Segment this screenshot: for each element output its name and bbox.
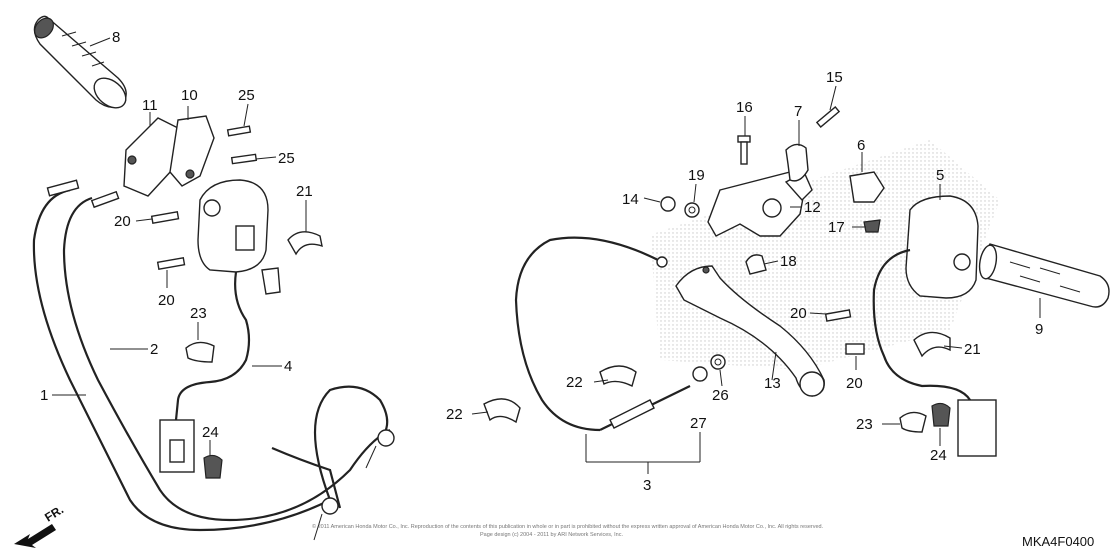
right-handlebar-switch <box>872 195 997 457</box>
band-clamp <box>913 331 951 358</box>
callout-19: 19 <box>688 167 705 184</box>
callout-24: 24 <box>930 447 947 464</box>
callout-13: 13 <box>764 375 781 392</box>
callout-4: 4 <box>284 358 292 375</box>
callout-18: 18 <box>780 253 797 270</box>
throttle-cables <box>32 179 395 541</box>
rubber-plug <box>745 254 767 275</box>
nut <box>692 366 708 382</box>
screw <box>863 219 881 233</box>
callout-5: 5 <box>936 167 944 184</box>
washer <box>684 202 700 218</box>
callout-25: 25 <box>238 87 255 104</box>
switch-holder <box>785 143 809 182</box>
callout-14: 14 <box>622 191 639 208</box>
callout-2: 2 <box>150 341 158 358</box>
screw <box>226 125 258 165</box>
screw <box>824 309 852 322</box>
front-direction-arrow: FR. <box>14 502 66 548</box>
callout-21: 21 <box>296 183 313 200</box>
screw <box>815 106 841 128</box>
clutch-switch <box>849 171 885 203</box>
callout-1: 1 <box>40 387 48 404</box>
grommet <box>203 454 223 479</box>
pivot-bolt <box>737 135 751 165</box>
drawing-code: MKA4F0400 <box>1022 534 1094 549</box>
right-grip <box>978 243 1110 308</box>
callout-15: 15 <box>826 69 843 86</box>
leader-lines <box>52 37 1041 474</box>
callout-labels: 8 11 10 25 25 20 21 20 23 2 1 4 24 14 19… <box>40 29 1043 494</box>
band-clamp <box>287 231 323 256</box>
svg-text:FR.: FR. <box>42 502 66 524</box>
callout-9: 9 <box>1035 321 1043 338</box>
copyright-notice: © 2011 American Honda Motor Co., Inc. Re… <box>312 523 824 530</box>
clutch-cable <box>514 236 691 432</box>
callout-12: 12 <box>804 199 821 216</box>
callout-26: 26 <box>712 387 729 404</box>
washer <box>710 354 726 370</box>
callout-27: 27 <box>690 415 707 432</box>
screw <box>150 210 186 271</box>
throttle-grip <box>33 15 127 109</box>
nut <box>660 196 676 212</box>
callout-10: 10 <box>181 87 198 104</box>
callout-24: 24 <box>202 424 219 441</box>
clutch-lever-bracket <box>707 171 813 237</box>
clutch-lever <box>675 265 825 397</box>
callout-23: 23 <box>190 305 207 322</box>
callout-3: 3 <box>643 477 651 494</box>
band-clamp <box>483 398 521 424</box>
callout-22: 22 <box>566 374 583 391</box>
callout-21: 21 <box>964 341 981 358</box>
callout-6: 6 <box>857 137 865 154</box>
screw <box>845 343 865 355</box>
wire-clip <box>899 411 927 433</box>
callout-25: 25 <box>278 150 295 167</box>
throttle-housing <box>123 115 215 197</box>
wire-clip <box>185 341 215 363</box>
callout-20: 20 <box>846 375 863 392</box>
callout-20: 20 <box>790 305 807 322</box>
callout-20: 20 <box>114 213 131 230</box>
band-clamp <box>599 365 637 388</box>
copyright-notice-2: Page design (c) 2004 - 2011 by ARI Netwo… <box>480 532 623 538</box>
callout-22: 22 <box>446 406 463 423</box>
left-handlebar-switch <box>159 179 281 473</box>
callout-11: 11 <box>142 97 158 114</box>
callout-17: 17 <box>828 219 845 236</box>
callout-16: 16 <box>736 99 753 116</box>
callout-7: 7 <box>794 103 802 120</box>
callout-23: 23 <box>856 416 873 433</box>
grommet <box>931 402 951 427</box>
callout-8: 8 <box>112 29 120 46</box>
callout-20: 20 <box>158 292 175 309</box>
